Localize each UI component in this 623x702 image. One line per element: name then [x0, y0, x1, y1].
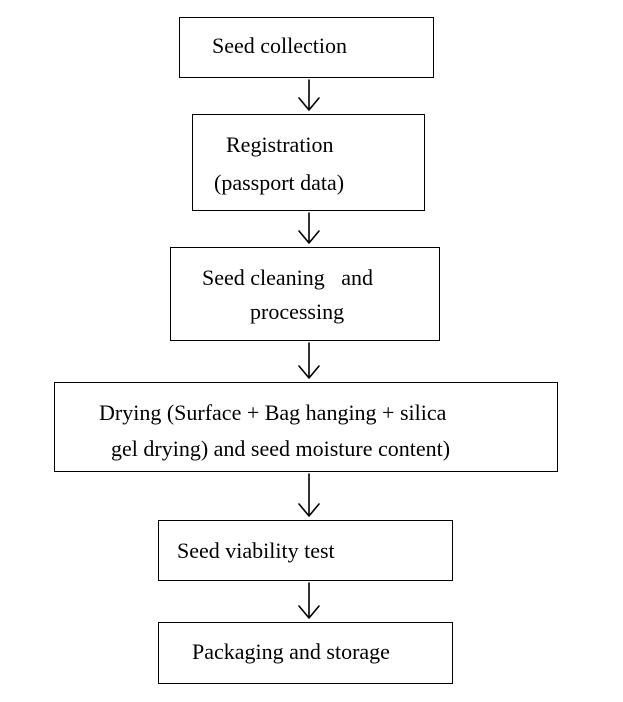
step-label: Drying (Surface + Bag hanging + silica — [99, 400, 447, 425]
step-label: Seed cleaning and — [202, 265, 374, 290]
step-label: Packaging and storage — [192, 639, 390, 664]
step-packaging-storage: Packaging and storage — [158, 622, 453, 684]
step-label: (passport data) — [214, 170, 345, 195]
step-label: Registration — [226, 132, 334, 157]
step-label: gel drying) and seed moisture content) — [111, 436, 451, 461]
step-label: Seed viability test — [177, 538, 335, 563]
step-label: Seed collection — [212, 33, 348, 58]
step-seed-cleaning: Seed cleaning and processing — [170, 247, 440, 341]
step-seed-collection: Seed collection — [179, 17, 434, 78]
arrow-drying-to-viability — [298, 473, 320, 517]
step-drying: Drying (Surface + Bag hanging + silica g… — [54, 382, 558, 472]
step-seed-viability-test: Seed viability test — [158, 520, 453, 581]
step-registration: Registration (passport data) — [192, 114, 425, 211]
arrow-registration-to-cleaning — [298, 212, 320, 244]
arrow-cleaning-to-drying — [298, 342, 320, 379]
step-label: processing — [250, 299, 345, 324]
arrow-viability-to-packaging — [298, 582, 320, 619]
arrow-collection-to-registration — [298, 79, 320, 111]
